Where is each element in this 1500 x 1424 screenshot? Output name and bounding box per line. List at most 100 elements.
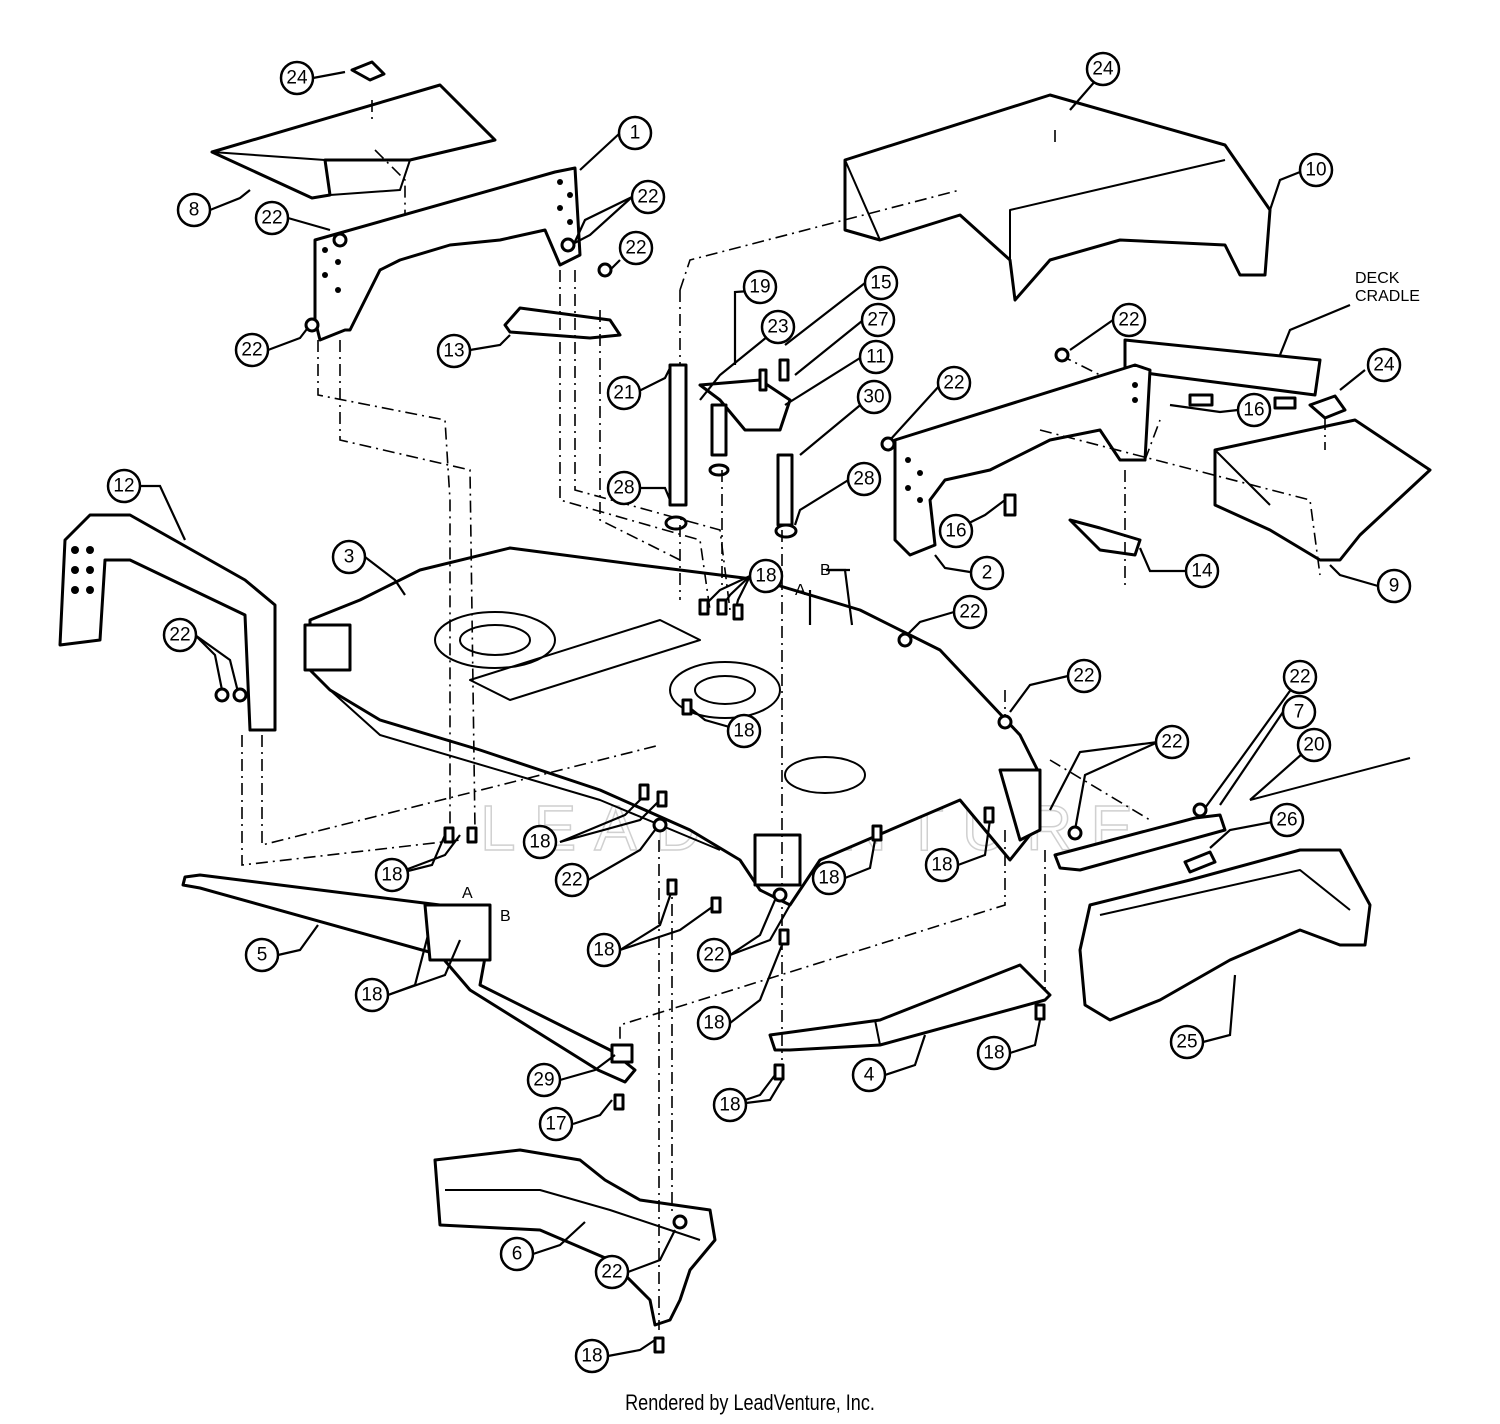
callout-28-right: 28	[846, 461, 882, 497]
svg-text:8: 8	[189, 200, 200, 221]
callout-11: 11	[858, 339, 894, 375]
svg-text:18: 18	[703, 1013, 724, 1034]
part-28-washer-right	[774, 523, 798, 539]
svg-text:19: 19	[749, 277, 770, 298]
svg-text:18: 18	[381, 865, 402, 886]
callout-18-k: 18	[712, 1087, 748, 1123]
part-10-large-cover	[843, 93, 1272, 302]
svg-text:2: 2	[982, 563, 993, 584]
svg-text:1: 1	[630, 123, 641, 144]
callout-28-left: 28	[606, 470, 642, 506]
part-30-rod	[776, 453, 794, 527]
svg-text:22: 22	[943, 373, 964, 394]
part-12-side-bracket	[58, 513, 277, 732]
svg-text:22: 22	[601, 1262, 622, 1283]
callout-22-h: 22	[952, 594, 988, 630]
callout-22-g: 22	[162, 617, 198, 653]
svg-text:17: 17	[545, 1114, 566, 1135]
callout-24-a: 24	[279, 60, 315, 96]
svg-text:22: 22	[261, 208, 282, 229]
svg-text:18: 18	[581, 1346, 602, 1367]
deck-cradle	[1123, 338, 1322, 397]
svg-text:22: 22	[241, 340, 262, 361]
callout-18-e: 18	[811, 860, 847, 896]
svg-text:18: 18	[755, 566, 776, 587]
callout-22-k: 22	[1154, 724, 1190, 760]
callout-13: 13	[436, 333, 472, 369]
svg-text:26: 26	[1276, 810, 1297, 831]
callout-23: 23	[760, 309, 796, 345]
callout-22-f: 22	[936, 365, 972, 401]
callout-22-d: 22	[618, 230, 654, 266]
deck-cradle-label-line2: CRADLE	[1355, 288, 1420, 305]
svg-text:16: 16	[945, 521, 966, 542]
part-25-belt-guard	[1078, 848, 1372, 1022]
ref-letter-a-bottom: A	[462, 885, 473, 902]
svg-text:9: 9	[1389, 576, 1400, 597]
svg-text:3: 3	[344, 547, 355, 568]
callout-15: 15	[863, 265, 899, 301]
part-20-rod	[1249, 757, 1411, 801]
callout-25: 25	[1169, 1024, 1205, 1060]
part-29-spacer	[610, 1043, 634, 1064]
callout-12: 12	[106, 468, 142, 504]
callout-22-c: 22	[234, 332, 270, 368]
part-4-lower-rail	[768, 963, 1052, 1052]
callout-24-c: 24	[1366, 347, 1402, 383]
callout-18-f: 18	[924, 847, 960, 883]
callout-1: 1	[617, 115, 653, 151]
svg-text:18: 18	[818, 868, 839, 889]
svg-text:12: 12	[113, 476, 134, 497]
callout-18-h: 18	[354, 977, 390, 1013]
part-5-link-arm	[181, 873, 637, 1084]
svg-text:28: 28	[853, 469, 874, 490]
callout-16-upper: 16	[1236, 392, 1272, 428]
callout-24-b: 24	[1085, 51, 1121, 87]
ref-letter-a-top: A	[795, 582, 806, 599]
callout-22-n: 22	[594, 1254, 630, 1290]
callout-8: 8	[176, 192, 212, 228]
footer-credit: Rendered by LeadVenture, Inc.	[625, 1390, 875, 1415]
svg-text:21: 21	[613, 383, 634, 404]
callout-22-j: 22	[1282, 659, 1318, 695]
svg-text:24: 24	[286, 68, 308, 89]
callout-30: 30	[856, 379, 892, 415]
callout-9: 9	[1376, 568, 1412, 604]
callout-18-a: 18	[748, 558, 784, 594]
part-3-mower-deck	[303, 546, 1042, 907]
callout-27: 27	[860, 302, 896, 338]
part-8-left-cover	[210, 83, 497, 200]
svg-text:22: 22	[625, 238, 646, 259]
callout-17: 17	[538, 1106, 574, 1142]
svg-text:18: 18	[931, 855, 952, 876]
part-9-right-cover	[1213, 418, 1432, 562]
callout-29: 29	[526, 1062, 562, 1098]
callout-18-l: 18	[574, 1338, 610, 1374]
svg-text:28: 28	[613, 478, 634, 499]
callout-6: 6	[499, 1236, 535, 1272]
callout-18-b: 18	[726, 713, 762, 749]
fasteners	[214, 232, 1297, 1354]
svg-text:10: 10	[1305, 160, 1326, 181]
callout-4: 4	[851, 1057, 887, 1093]
ref-letter-b-top: B	[820, 562, 831, 579]
callout-2: 2	[969, 555, 1005, 591]
part-24-knob-right	[1308, 394, 1347, 420]
part-washer-center	[708, 463, 730, 477]
part-6-lower-shield	[433, 1148, 717, 1327]
svg-text:24: 24	[1373, 355, 1395, 376]
part-24-knob-left	[350, 60, 386, 82]
callout-18-i: 18	[696, 1005, 732, 1041]
callout-22-i: 22	[1066, 658, 1102, 694]
svg-text:22: 22	[1161, 732, 1182, 753]
callout-10: 10	[1298, 152, 1334, 188]
callout-22-e: 22	[1111, 302, 1147, 338]
svg-text:18: 18	[733, 721, 754, 742]
svg-text:29: 29	[533, 1070, 554, 1091]
callout-22-b: 22	[254, 200, 290, 236]
svg-text:24: 24	[1092, 59, 1114, 80]
svg-text:18: 18	[529, 832, 550, 853]
svg-text:5: 5	[257, 945, 268, 966]
svg-text:14: 14	[1191, 561, 1213, 582]
